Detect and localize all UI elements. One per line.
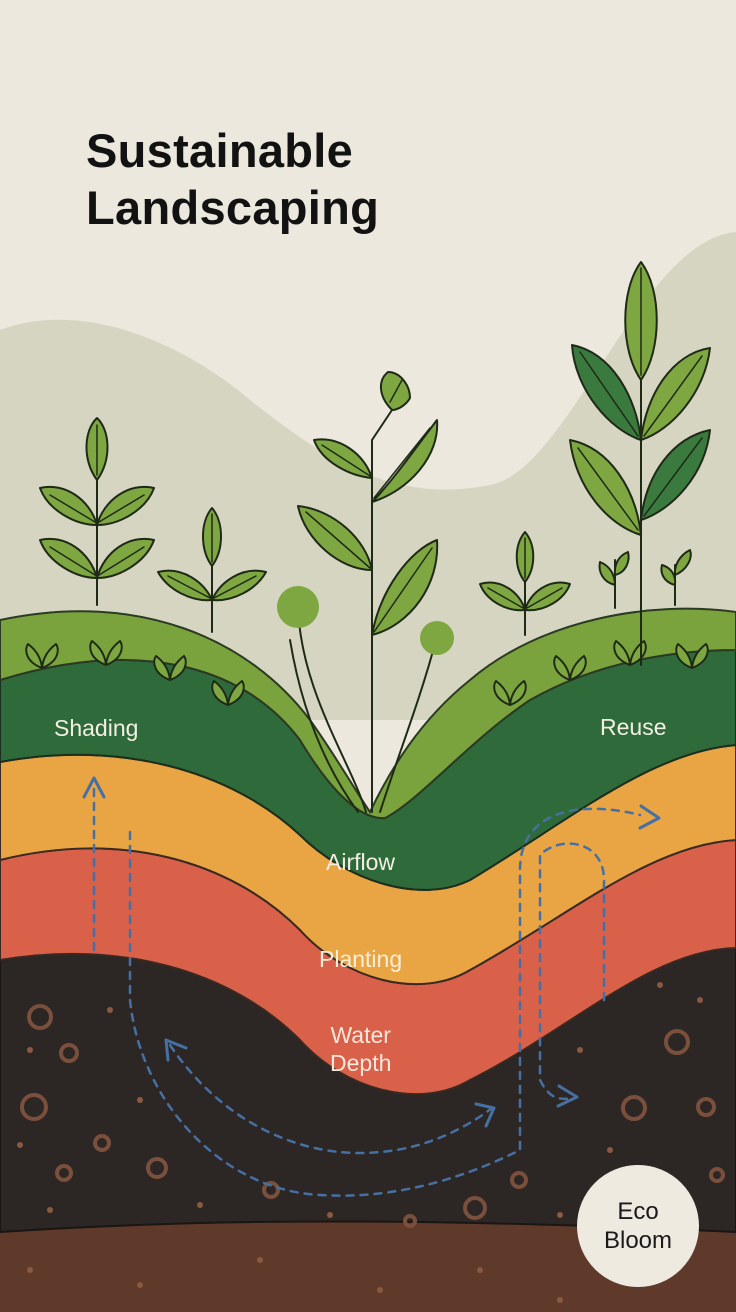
arrow-loop-line <box>128 807 642 1197</box>
soil-pebbles <box>20 1004 725 1228</box>
arrow-heads <box>82 776 661 1128</box>
pebble <box>709 1167 725 1183</box>
sprout-icon <box>493 680 527 706</box>
leaf-icon <box>613 551 630 576</box>
arrow-icon <box>82 776 106 799</box>
label-planting: Planting <box>319 946 403 972</box>
sprout-icon <box>153 655 187 681</box>
pebble <box>664 1029 690 1055</box>
page-title: Sustainable Landscaping <box>86 122 379 236</box>
flow-arrows <box>92 782 642 1197</box>
arrow-loop-right <box>538 842 606 1101</box>
sprout-icon <box>211 680 245 706</box>
sprout-icon <box>89 640 123 666</box>
pebble <box>510 1171 528 1189</box>
pebble <box>696 1097 716 1117</box>
plant-tiny-sprouts <box>598 549 692 609</box>
pebble <box>93 1134 111 1152</box>
arrow-curve-middle <box>168 1043 494 1155</box>
seed-pod <box>420 621 454 655</box>
plant-right-tall <box>569 261 711 666</box>
badge-line-1: Eco <box>617 1198 659 1225</box>
sprout-icon <box>675 643 709 669</box>
grass-sprouts <box>25 640 709 706</box>
pebble <box>403 1214 417 1228</box>
title-line-1: Sustainable <box>86 124 354 177</box>
bottom-soil-layer <box>0 1212 736 1312</box>
plant-left-small <box>157 507 267 633</box>
plants <box>39 261 711 813</box>
sprout-icon <box>553 655 587 681</box>
leaf-icon <box>569 439 642 536</box>
leaf-icon <box>371 419 439 503</box>
leaf-icon <box>660 564 677 586</box>
arrow-icon <box>556 1084 579 1108</box>
label-water-depth-line-1: Water <box>330 1022 391 1048</box>
soil-specks <box>17 982 703 1303</box>
leaf-icon <box>673 549 692 576</box>
label-reuse: Reuse <box>600 714 667 740</box>
arrow-icon <box>474 1102 496 1128</box>
sprout-icon <box>25 643 59 669</box>
label-water-depth: Water Depth <box>330 1021 391 1077</box>
brand-badge: Eco Bloom <box>577 1165 699 1287</box>
badge-line-2: Bloom <box>603 1227 673 1254</box>
pebble <box>27 1004 53 1030</box>
label-shading: Shading <box>54 715 139 741</box>
pebble <box>59 1043 79 1063</box>
plant-right-small <box>479 531 571 636</box>
arrow-icon <box>164 1038 188 1062</box>
leaf-icon <box>598 561 616 586</box>
label-airflow: Airflow <box>326 849 396 875</box>
plant-left <box>39 417 155 606</box>
pebble <box>621 1095 647 1121</box>
pebble <box>20 1093 48 1121</box>
seed-pod <box>277 586 319 628</box>
title-line-2: Landscaping <box>86 181 380 234</box>
plant-center <box>277 371 454 813</box>
arrow-icon <box>638 804 661 830</box>
pebble <box>463 1196 487 1220</box>
pebble <box>55 1164 73 1182</box>
pebble <box>262 1181 280 1199</box>
pebble <box>146 1157 168 1179</box>
label-water-depth-line-2: Depth <box>330 1050 392 1076</box>
